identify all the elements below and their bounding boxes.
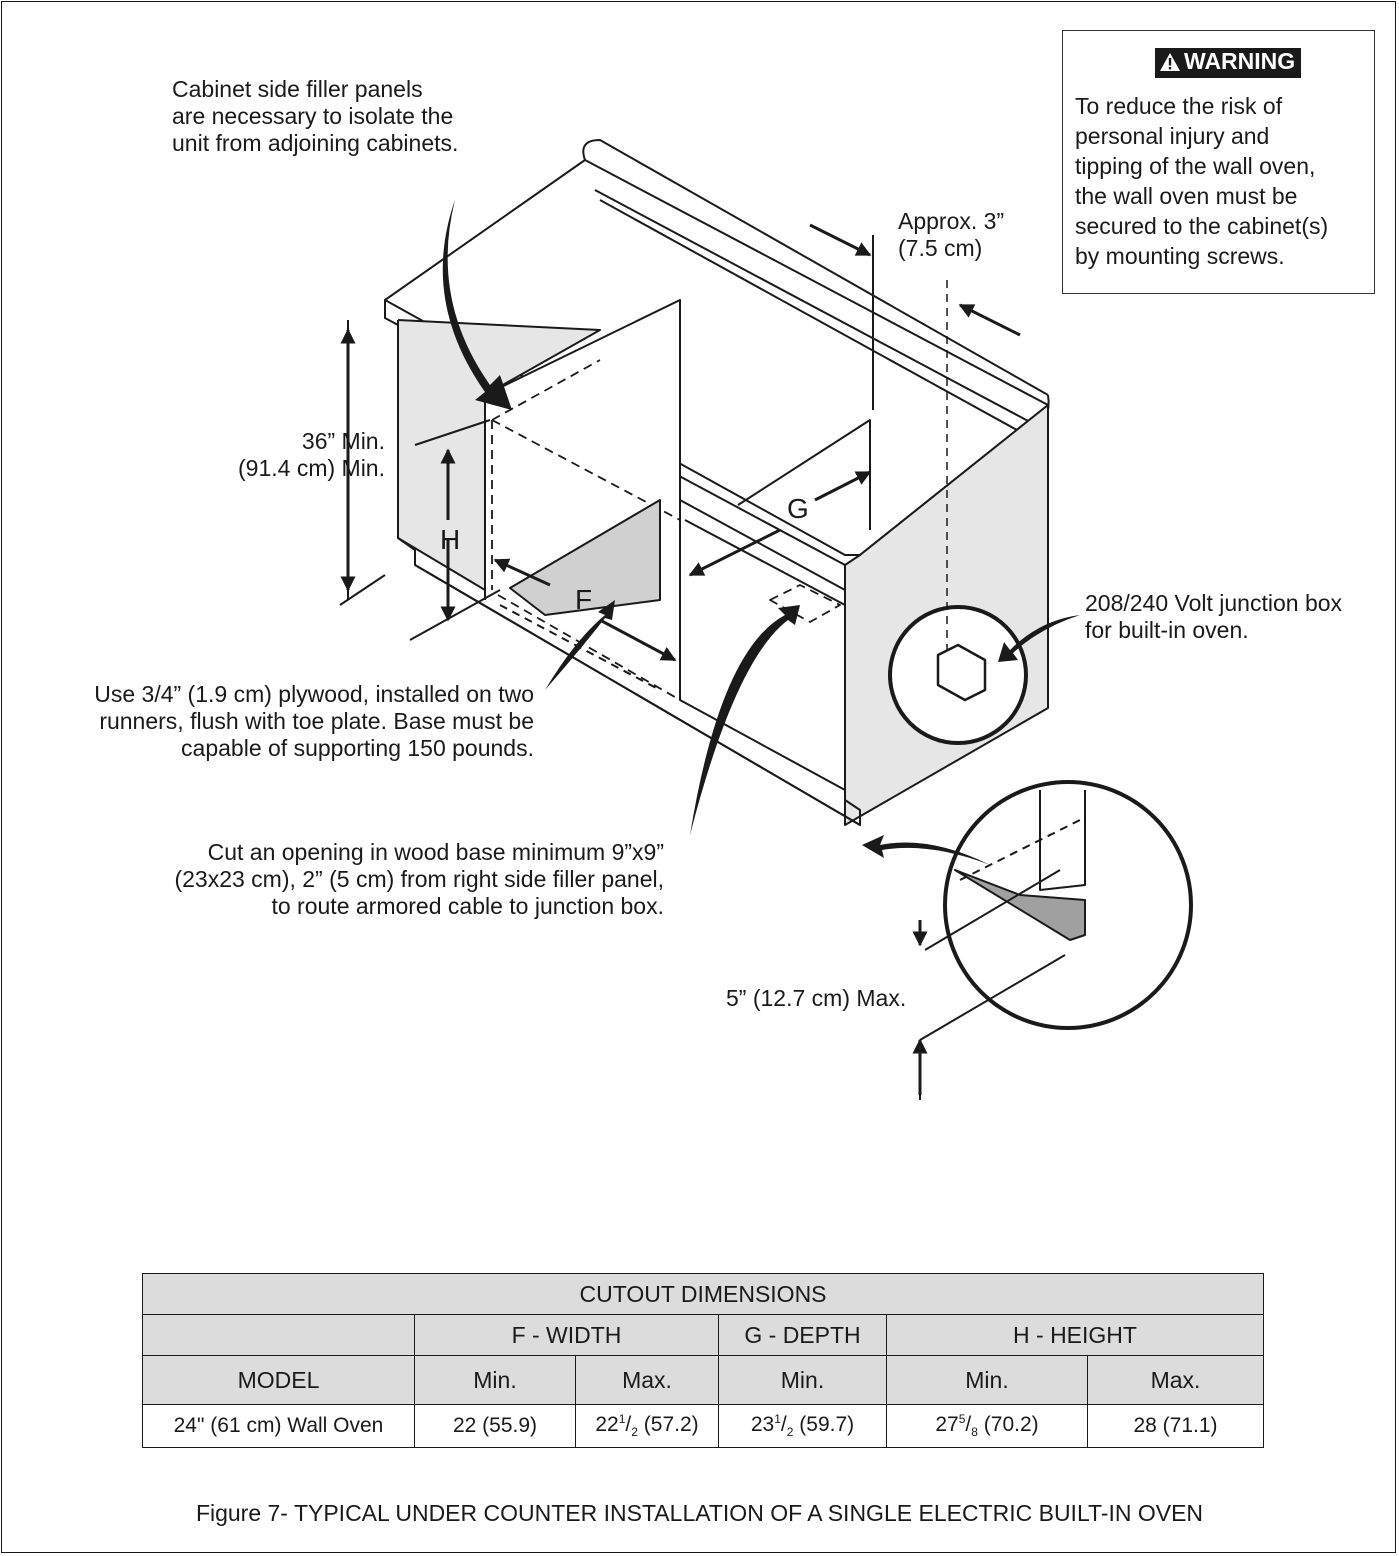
header-g-depth: G - DEPTH	[718, 1314, 887, 1356]
filler-panel-pointer	[442, 200, 512, 410]
cell-h-min: 275/8 (70.2)	[886, 1404, 1088, 1448]
toe-max-note: 5” (12.7 cm) Max.	[726, 985, 907, 1011]
header-f-min: Min.	[414, 1355, 576, 1405]
header-h-max: Max.	[1087, 1355, 1264, 1405]
warning-triangle-icon	[1159, 51, 1181, 78]
opening-pointer	[690, 605, 800, 835]
plywood-note: Use 3/4” (1.9 cm) plywood, installed on …	[94, 681, 534, 761]
header-model: MODEL	[142, 1355, 415, 1405]
junction-pointer	[998, 615, 1080, 662]
cabinet-installation-drawing	[339, 139, 1193, 1100]
warning-box: WARNING To reduce the risk of personal i…	[1062, 30, 1375, 294]
junction-box-note: 208/240 Volt junction box for built-in o…	[1085, 590, 1343, 643]
figure-caption: Figure 7- TYPICAL UNDER COUNTER INSTALLA…	[195, 1500, 1204, 1526]
plywood-pointer	[545, 600, 615, 690]
header-f-width: F - WIDTH	[414, 1314, 719, 1356]
cell-g-min: 231/2 (59.7)	[718, 1404, 887, 1448]
approx-depth-note: Approx. 3” (7.5 cm)	[898, 208, 1005, 261]
cell-f-min: 22 (55.9)	[414, 1404, 576, 1448]
dimension-letter-f: F	[575, 584, 593, 615]
dimension-letter-g: G	[787, 493, 809, 524]
header-h-height: H - HEIGHT	[886, 1314, 1264, 1356]
opening-note: Cut an opening in wood base minimum 9”x9…	[174, 839, 664, 919]
cell-h-max: 28 (71.1)	[1087, 1404, 1264, 1448]
header-h-min: Min.	[886, 1355, 1088, 1405]
cell-model: 24" (61 cm) Wall Oven	[142, 1404, 415, 1448]
warning-heading: WARNING	[1155, 48, 1302, 78]
warning-text: To reduce the risk of personal injury an…	[1075, 93, 1329, 269]
junction-box-detail	[888, 605, 1028, 745]
table-row: 24" (61 cm) Wall Oven 22 (55.9) 221/2 (5…	[142, 1404, 1264, 1448]
table-title: CUTOUT DIMENSIONS	[142, 1273, 1264, 1315]
dimension-letter-h: H	[440, 524, 461, 555]
header-g-min: Min.	[718, 1355, 887, 1405]
header-f-max: Max.	[575, 1355, 719, 1405]
height-min-note: 36” Min. (91.4 cm) Min.	[238, 428, 385, 481]
filler-panels-note: Cabinet side filler panels are necessary…	[172, 76, 459, 156]
cell-f-max: 221/2 (57.2)	[575, 1404, 719, 1448]
cutout-dimensions-table: CUTOUT DIMENSIONS F - WIDTH G - DEPTH H …	[142, 1273, 1264, 1448]
empty-header-cell	[142, 1314, 415, 1356]
